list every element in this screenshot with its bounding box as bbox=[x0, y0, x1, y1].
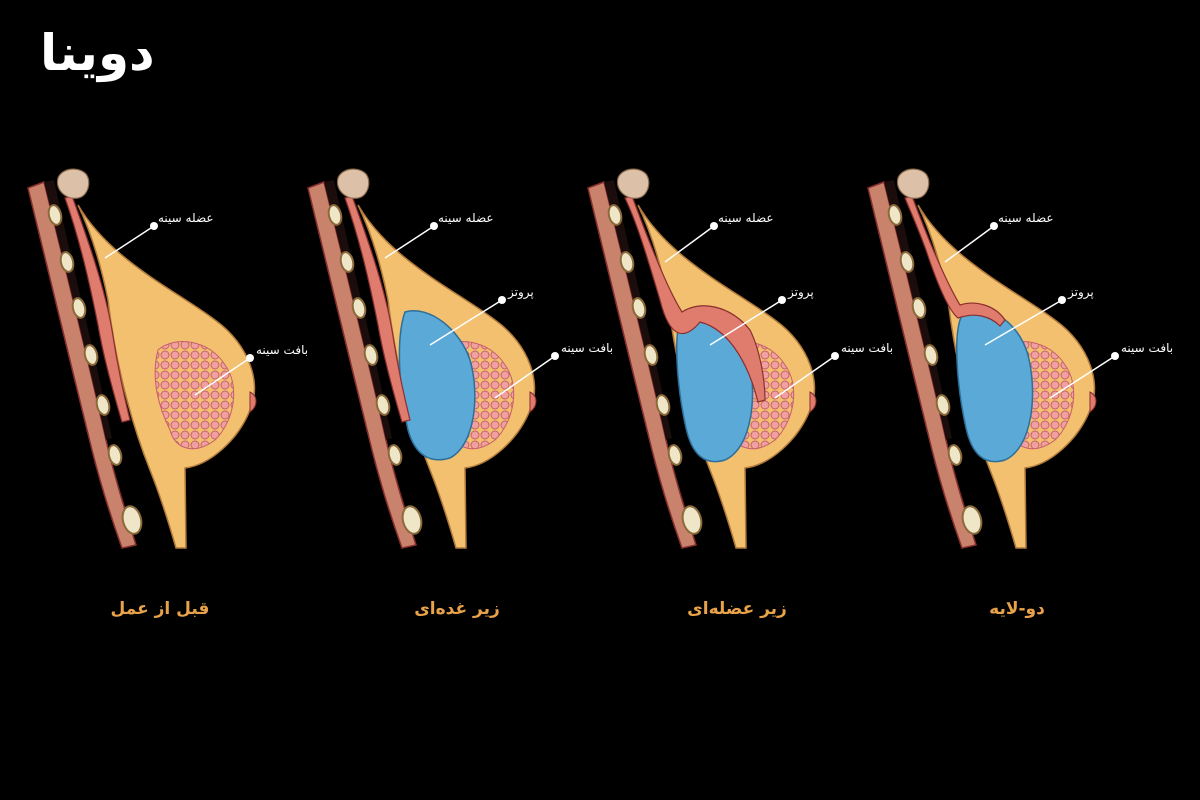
panel-submuscular: عضله سینه پروتز بافت سینه زیر عضله‌ای bbox=[587, 168, 893, 619]
mammary-glands bbox=[154, 341, 235, 450]
rib-section bbox=[631, 297, 647, 319]
rib-section bbox=[681, 505, 703, 535]
caption-subglandular: زیر غده‌ای bbox=[414, 599, 500, 619]
rib-section bbox=[339, 251, 355, 273]
rib-section bbox=[643, 344, 659, 366]
rib-section bbox=[887, 204, 903, 226]
muscle-leader: عضله سینه bbox=[104, 211, 214, 259]
muscle-label: عضله سینه bbox=[438, 211, 494, 225]
pectoral-muscle bbox=[344, 195, 411, 423]
rib-section bbox=[95, 394, 111, 416]
caption-before-surgery: قبل از عمل bbox=[111, 599, 210, 619]
implant-label: پروتز bbox=[787, 285, 814, 300]
implant-leader: پروتز bbox=[984, 285, 1094, 346]
rib-section bbox=[401, 505, 423, 535]
rib-section bbox=[899, 251, 915, 273]
anatomy-before bbox=[27, 168, 257, 549]
rib-section bbox=[327, 204, 343, 226]
rib-section bbox=[961, 505, 983, 535]
tissue-leader: بافت سینه bbox=[494, 341, 613, 399]
muscle-label: عضله سینه bbox=[718, 211, 774, 225]
tissue-label: بافت سینه bbox=[561, 341, 613, 355]
nipple bbox=[529, 391, 537, 414]
muscle-leader: عضله سینه bbox=[384, 211, 494, 259]
pectoral-muscle bbox=[904, 195, 1006, 327]
rib-section bbox=[655, 394, 671, 416]
implant-leader: پروتز bbox=[709, 285, 814, 346]
muscle-leader: عضله سینه bbox=[944, 211, 1054, 263]
panel-subglandular: عضله سینه پروتز بافت سینه زیر غده‌ای bbox=[307, 168, 613, 619]
rib-section bbox=[351, 297, 367, 319]
anatomy-dual-plane bbox=[867, 168, 1097, 549]
tissue-leader: بافت سینه bbox=[194, 343, 308, 396]
rib-section bbox=[121, 505, 143, 535]
clavicle-bone bbox=[56, 168, 90, 199]
rib-section bbox=[911, 297, 927, 319]
rib-section bbox=[59, 251, 75, 273]
tissue-label: بافت سینه bbox=[256, 343, 308, 357]
pectoral-muscle bbox=[624, 195, 766, 403]
implant-leader: پروتز bbox=[429, 285, 534, 346]
rib-section bbox=[947, 444, 963, 466]
rib-section bbox=[71, 297, 87, 319]
tissue-label: بافت سینه bbox=[841, 341, 893, 355]
rib-section bbox=[387, 444, 403, 466]
clavicle-bone bbox=[336, 168, 370, 199]
panel-dual-plane: عضله سینه پروتز بافت سینه دو-لایه bbox=[867, 168, 1173, 619]
nipple bbox=[1089, 391, 1097, 414]
muscle-label: عضله سینه bbox=[998, 211, 1054, 225]
tissue-label: بافت سینه bbox=[1121, 341, 1173, 355]
clavicle-bone bbox=[616, 168, 650, 199]
implant-label: پروتز bbox=[1067, 285, 1094, 300]
nipple bbox=[809, 391, 817, 414]
implant-label: پروتز bbox=[507, 285, 534, 300]
clavicle-bone bbox=[896, 168, 930, 199]
rib-section bbox=[375, 394, 391, 416]
rib-section bbox=[923, 344, 939, 366]
caption-dual-plane: دو-لایه bbox=[989, 599, 1045, 619]
muscle-leader: عضله سینه bbox=[664, 211, 774, 263]
rib-section bbox=[83, 344, 99, 366]
rib-section bbox=[935, 394, 951, 416]
muscle-label: عضله سینه bbox=[158, 211, 214, 225]
anatomy-submuscular bbox=[587, 168, 817, 549]
anatomy-subglandular bbox=[307, 168, 537, 549]
logo-text: دوینا bbox=[40, 24, 155, 82]
rib-section bbox=[607, 204, 623, 226]
nipple bbox=[249, 391, 257, 414]
tissue-leader: بافت سینه bbox=[1049, 341, 1173, 399]
rib-section bbox=[363, 344, 379, 366]
rib-section bbox=[667, 444, 683, 466]
rib-section bbox=[619, 251, 635, 273]
tissue-leader: بافت سینه bbox=[774, 341, 893, 399]
panel-before-surgery: عضله سینه بافت سینه قبل از عمل bbox=[27, 168, 308, 619]
breast-implant bbox=[956, 309, 1034, 463]
rib-section bbox=[47, 204, 63, 226]
caption-submuscular: زیر عضله‌ای bbox=[687, 599, 787, 619]
pectoral-muscle bbox=[64, 195, 131, 423]
rib-section bbox=[107, 444, 123, 466]
